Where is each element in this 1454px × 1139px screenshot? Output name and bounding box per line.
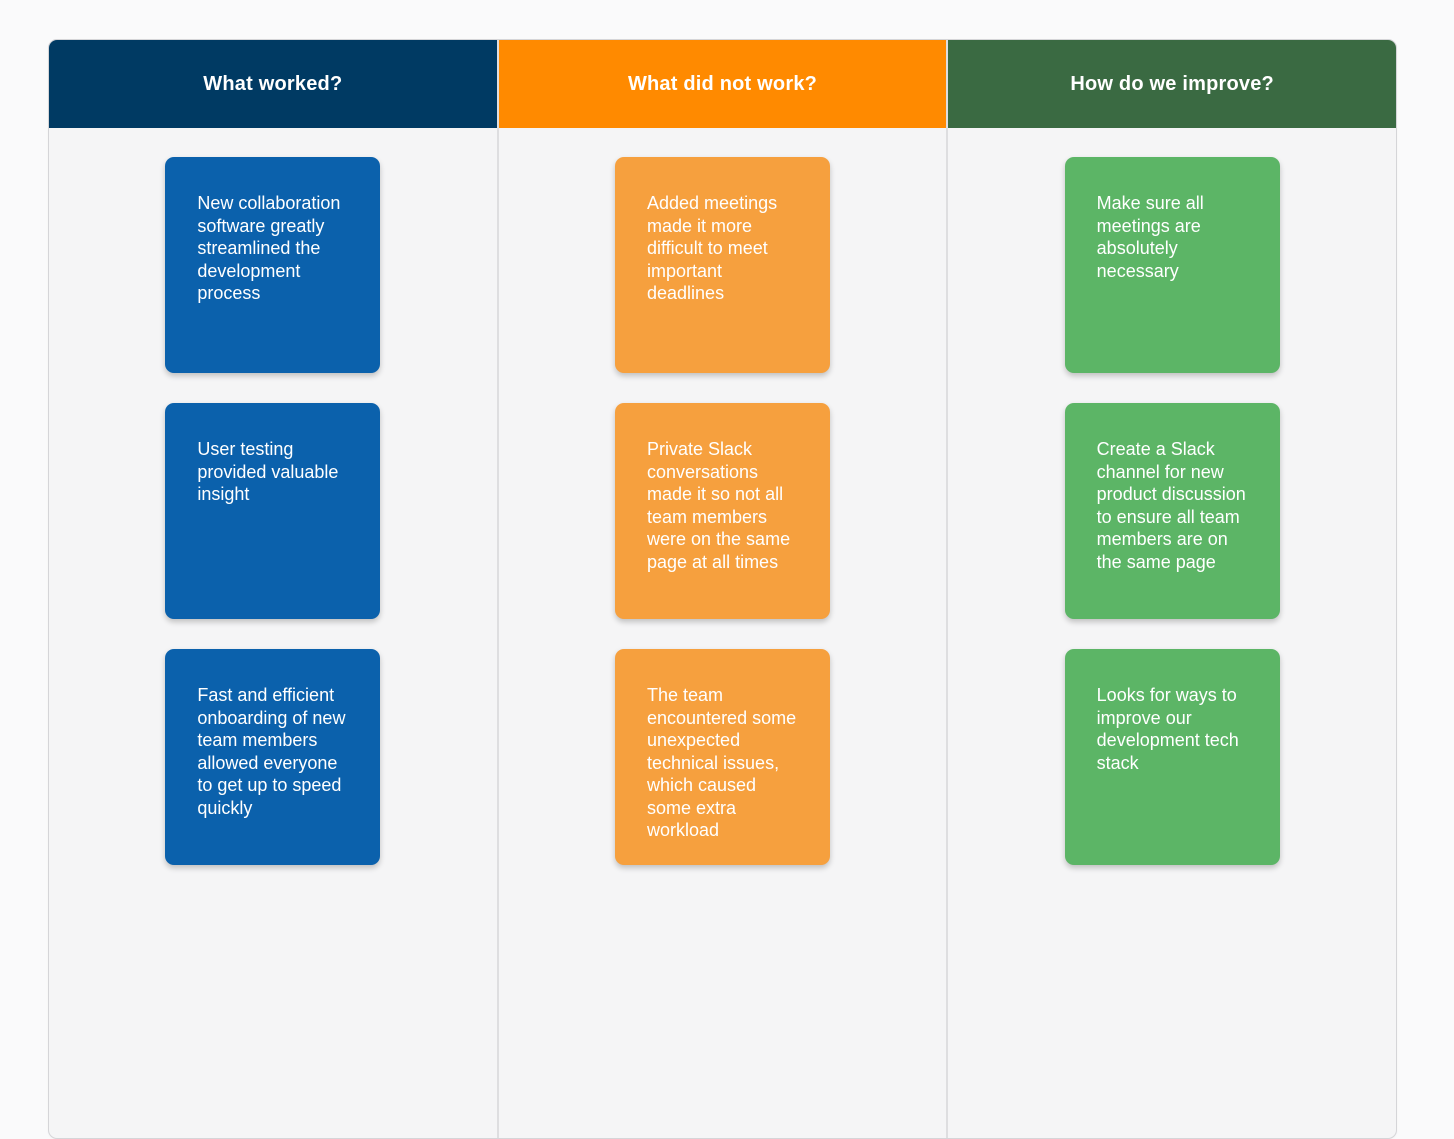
column-header-how-do-we-improve: How do we improve?	[948, 40, 1396, 128]
retro-card[interactable]: Create a Slack channel for new product d…	[1064, 403, 1280, 619]
column-header-what-worked: What worked?	[49, 40, 497, 128]
retro-card[interactable]: The team encountered some unexpected tec…	[615, 649, 830, 865]
retro-card[interactable]: Looks for ways to improve our developmen…	[1064, 649, 1280, 865]
retro-card[interactable]: Make sure all meetings are absolutely ne…	[1064, 157, 1280, 373]
column-body-what-did-not-work: Added meetings made it more difficult to…	[499, 128, 947, 1138]
retro-card[interactable]: New collaboration software greatly strea…	[165, 157, 381, 373]
column-how-do-we-improve: How do we improve? Make sure all meeting…	[946, 40, 1396, 1138]
column-body-how-do-we-improve: Make sure all meetings are absolutely ne…	[948, 128, 1396, 1138]
column-what-worked: What worked? New collaboration software …	[49, 40, 497, 1138]
retro-card[interactable]: Fast and efficient onboarding of new tea…	[165, 649, 381, 865]
retro-card[interactable]: Private Slack conversations made it so n…	[615, 403, 830, 619]
column-what-did-not-work: What did not work? Added meetings made i…	[496, 40, 947, 1138]
retro-card[interactable]: User testing provided valuable insight	[165, 403, 381, 619]
column-header-what-did-not-work: What did not work?	[498, 40, 947, 128]
column-body-what-worked: New collaboration software greatly strea…	[49, 128, 497, 1138]
retro-card[interactable]: Added meetings made it more difficult to…	[615, 157, 830, 373]
retrospective-board: What worked? New collaboration software …	[48, 39, 1397, 1139]
